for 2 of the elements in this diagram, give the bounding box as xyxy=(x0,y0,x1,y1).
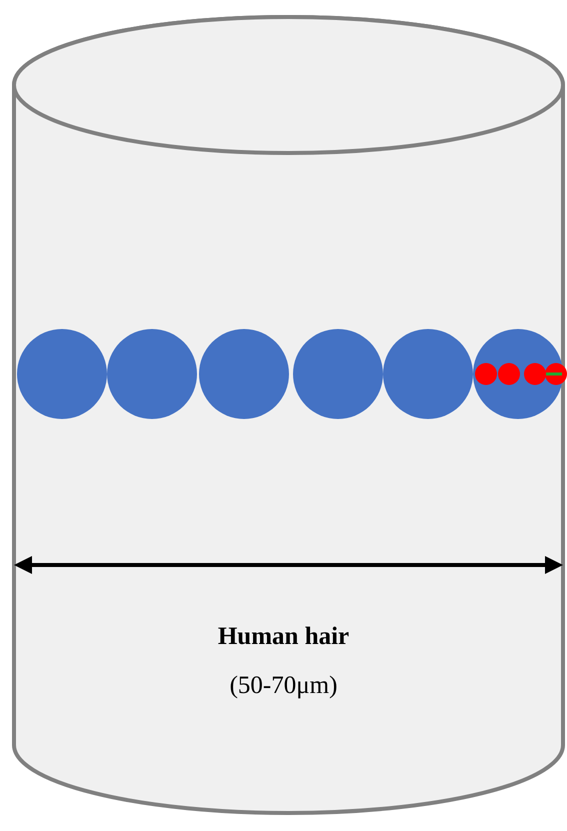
hair-label: Human hair xyxy=(216,623,350,651)
size-label: (50-70μm) xyxy=(228,672,338,700)
